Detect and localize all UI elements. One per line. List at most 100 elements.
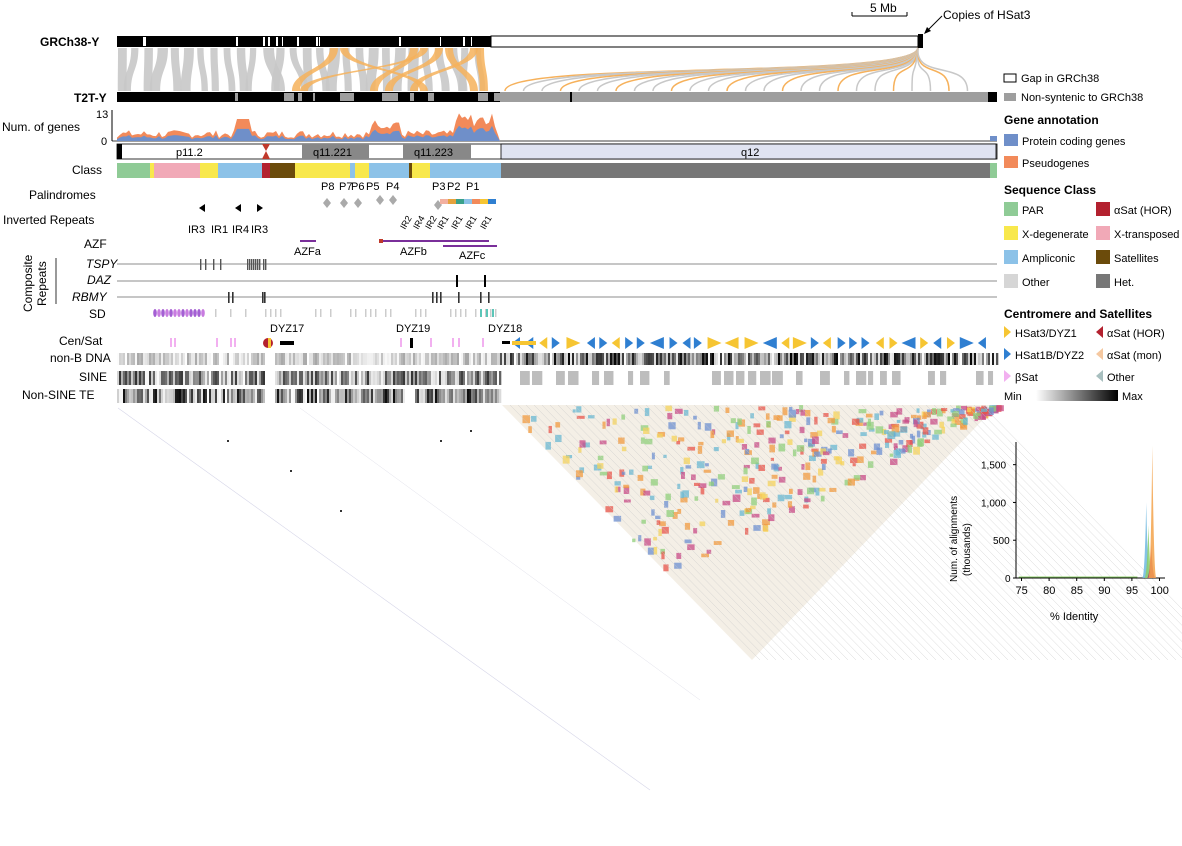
nonb-cell	[532, 353, 535, 365]
composite-label-2: Repeats	[35, 261, 49, 306]
betasat-mark	[430, 338, 432, 347]
nonb-cell	[724, 353, 727, 365]
seqclass-swatch	[1096, 202, 1110, 216]
identity-block	[672, 511, 678, 519]
nonb-cell	[465, 353, 468, 365]
nonb-cell	[680, 353, 683, 365]
identity-block	[683, 409, 689, 416]
nonsine-cell	[421, 389, 424, 403]
nonb-cell	[313, 353, 316, 365]
sine-cell	[495, 371, 498, 385]
censat-arrow	[822, 337, 831, 349]
nonb-cell	[904, 353, 907, 365]
identity-block	[621, 414, 626, 420]
identity-block	[835, 456, 842, 465]
nonb-cell	[776, 353, 779, 365]
identity-block	[776, 415, 783, 421]
nonb-cell	[852, 353, 855, 365]
identity-block	[683, 457, 690, 465]
identity-block	[744, 527, 749, 535]
genes-axis-max: 13	[96, 109, 108, 121]
identity-block	[981, 411, 986, 420]
nonb-cell	[846, 353, 849, 365]
nonb-cell	[912, 353, 915, 365]
sine-cell	[463, 371, 466, 385]
censat-legend-label: HSat1B/DYZ2	[1015, 350, 1084, 362]
identity-block	[651, 509, 655, 516]
dyz17-label: DYZ17	[270, 323, 304, 335]
sine-cell	[157, 371, 160, 385]
genes-axis-min: 0	[101, 136, 107, 148]
censat-swatch	[1004, 370, 1011, 382]
legend-nonsyntenic-text: Non-syntenic to GRCh38	[1021, 92, 1143, 104]
sine-cell	[443, 371, 446, 385]
nonsine-cell	[225, 389, 228, 403]
nonsine-cell	[497, 389, 500, 403]
identity-block	[717, 474, 725, 480]
nonb-cell	[379, 353, 382, 365]
nonb-cell	[934, 353, 937, 365]
nonb-cell	[395, 353, 398, 365]
identity-block	[767, 508, 772, 515]
seqclass-swatch	[1096, 274, 1110, 288]
grch38-white-tick	[143, 37, 146, 46]
nonsine-cell	[177, 389, 180, 403]
identity-diagonal	[845, 404, 1097, 661]
sine-cell	[349, 371, 352, 385]
sine-cell	[441, 371, 444, 385]
nonb-cell	[864, 353, 867, 365]
nonsine-cell	[203, 389, 206, 403]
nonb-cell	[495, 353, 498, 365]
rbmy-tick	[262, 292, 264, 303]
grch38-white-tick	[440, 37, 441, 46]
sd-mark	[350, 309, 352, 317]
nonsine-cell	[483, 389, 486, 403]
nonb-cell	[389, 353, 392, 365]
identity-block	[853, 475, 861, 480]
nonb-cell	[249, 353, 252, 365]
grch38-white-tick	[268, 37, 270, 46]
sine-cell	[181, 371, 184, 385]
nonb-cell	[964, 353, 967, 365]
nonb-cell	[596, 353, 599, 365]
nonb-cell	[614, 353, 617, 365]
nonsine-cell	[327, 389, 330, 403]
sine-cell	[433, 371, 436, 385]
nonb-cell	[788, 353, 791, 365]
identity-block	[984, 409, 991, 414]
nonb-cell	[990, 353, 993, 365]
sine-cell	[381, 371, 384, 385]
nonb-cell	[778, 353, 781, 365]
identity-block	[973, 412, 981, 416]
identity-block	[930, 418, 938, 425]
nonsine-cell	[163, 389, 166, 403]
nonb-cell	[882, 353, 885, 365]
nonb-cell	[916, 353, 919, 365]
nonb-cell	[802, 353, 805, 365]
censat-arrow	[682, 337, 691, 349]
identity-block	[768, 437, 776, 444]
sine-cell	[211, 371, 214, 385]
nonsine-cell	[297, 389, 300, 403]
nonsine-cell	[283, 389, 286, 403]
sine-cell	[123, 371, 126, 385]
identity-block	[896, 408, 903, 415]
sine-cell	[940, 371, 947, 385]
nonb-cell	[504, 353, 507, 365]
censat-arrow	[625, 337, 634, 349]
faint-dot	[340, 510, 342, 512]
identity-diagonal	[901, 404, 1153, 661]
identity-block	[916, 430, 921, 438]
identity-block	[735, 489, 742, 494]
nonb-cell	[359, 353, 362, 365]
hist-ytick-label: 1,500	[981, 461, 1006, 472]
synteny-ribbon	[143, 48, 153, 91]
nonsine-cell	[397, 389, 400, 403]
sd-mark	[390, 309, 392, 317]
nonb-cell	[570, 353, 573, 365]
synteny-ribbon-inverted	[410, 48, 478, 91]
nonb-cell	[163, 353, 166, 365]
identity-block	[917, 415, 922, 420]
nonb-cell	[510, 353, 513, 365]
nonb-cell	[538, 353, 541, 365]
